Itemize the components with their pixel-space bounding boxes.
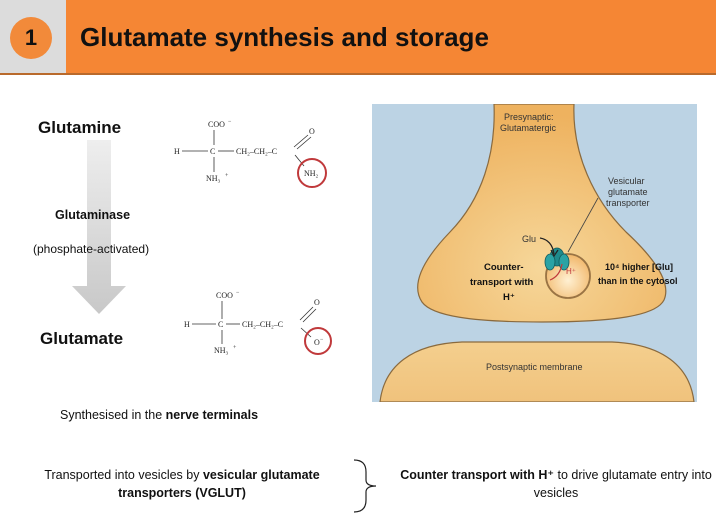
counter-transport-note: Counter transport with H⁺ to drive gluta… bbox=[398, 466, 714, 502]
bracket-icon bbox=[353, 459, 377, 513]
glutamine-structure: COO − H C CH₂–CH₂–C NH₃ + O NH₂ bbox=[174, 119, 327, 188]
carboxylate-highlight-circle bbox=[304, 327, 332, 355]
counter-transport-label-3: H⁺ bbox=[503, 292, 515, 303]
glutaminase-label: Glutaminase bbox=[55, 208, 131, 222]
transport-prefix: Transported into vesicles by bbox=[44, 468, 203, 482]
conversion-arrow bbox=[72, 140, 126, 314]
counter-transport-label-2: transport with bbox=[470, 277, 534, 288]
concentration-label-2: than in the cytosol bbox=[598, 276, 678, 286]
glutamate-carboxylate-oxygen: O bbox=[314, 338, 320, 347]
postsynaptic-label: Postsynaptic membrane bbox=[486, 362, 583, 372]
synapse-figure: Presynaptic: Glutamatergic Vesicular glu… bbox=[372, 104, 697, 402]
counter-transport-label-1: Counter- bbox=[484, 262, 524, 273]
presynaptic-terminal bbox=[417, 104, 667, 323]
hplus-vesicle-label: H⁺ bbox=[566, 267, 576, 276]
glutamine-carbonyl-oxygen: O bbox=[309, 127, 315, 136]
glutamate-carboxyl-charge: − bbox=[236, 290, 240, 296]
transport-bold: vesicular glutamate transporters (VGLUT) bbox=[118, 468, 320, 500]
synthesis-location-note: Synthesised in the nerve terminals bbox=[60, 408, 258, 422]
vglut-label-2: glutamate bbox=[608, 187, 648, 197]
synapse-illustration: Presynaptic: Glutamatergic Vesicular glu… bbox=[379, 104, 695, 402]
glutamate-carboxylate-charge: − bbox=[320, 337, 324, 343]
enzyme-activation-note: (phosphate-activated) bbox=[33, 242, 150, 256]
section-number-badge: 1 bbox=[10, 17, 52, 59]
glutamate-amine: NH₃ bbox=[214, 346, 229, 355]
glutamine-hydrogen: H bbox=[174, 147, 180, 156]
vglut-label-3: transporter bbox=[606, 198, 650, 208]
glutamine-label: Glutamine bbox=[38, 118, 122, 137]
postsynaptic-membrane-shape bbox=[379, 341, 695, 402]
glu-label: Glu bbox=[522, 234, 536, 244]
synthesis-location: nerve terminals bbox=[165, 408, 259, 422]
synthesis-prefix: Synthesised in the bbox=[60, 408, 166, 422]
vglut-pointer-line bbox=[567, 197, 599, 253]
counter-bold: Counter transport with H⁺ bbox=[400, 468, 555, 482]
concentration-label-1: 10⁴ higher [Glu] bbox=[605, 262, 673, 272]
glutamate-structure: COO − H C CH₂–CH₂–C NH₃ + O O − bbox=[184, 290, 332, 355]
glutamine-carboxyl-charge: − bbox=[228, 119, 232, 125]
glutamate-alpha-carbon: C bbox=[218, 320, 223, 329]
amide-highlight-circle bbox=[297, 158, 327, 188]
header-divider bbox=[0, 73, 716, 75]
glutamate-label: Glutamate bbox=[40, 329, 124, 348]
presynaptic-label-2: Glutamatergic bbox=[500, 123, 557, 133]
page-title: Glutamate synthesis and storage bbox=[80, 22, 489, 52]
glutamate-amine-charge: + bbox=[233, 345, 237, 351]
glu-in-arrow bbox=[539, 237, 555, 255]
vglut-label-1: Vesicular bbox=[608, 176, 645, 186]
glutamine-amide-group: NH₂ bbox=[304, 169, 319, 178]
glutamine-alpha-carbon: C bbox=[210, 147, 215, 156]
glutamine-side-chain: CH₂–CH₂–C bbox=[236, 147, 277, 156]
header-title-panel bbox=[66, 0, 716, 74]
glutamate-side-chain: CH₂–CH₂–C bbox=[242, 320, 283, 329]
vglut-transport-note: Transported into vesicles by vesicular g… bbox=[12, 466, 352, 502]
presynaptic-label-1: Presynaptic: bbox=[504, 112, 554, 122]
glutamate-carboxyl: COO bbox=[216, 291, 233, 300]
glutamate-hydrogen: H bbox=[184, 320, 190, 329]
glutamine-carboxyl: COO bbox=[208, 120, 225, 129]
glutamate-carbonyl-oxygen: O bbox=[314, 298, 320, 307]
counter-rest: to drive glutamate entry into vesicles bbox=[533, 468, 712, 500]
hplus-out-arrow bbox=[549, 263, 563, 281]
glutamine-amine-charge: + bbox=[225, 173, 229, 179]
glutamine-amine: NH₃ bbox=[206, 174, 221, 183]
